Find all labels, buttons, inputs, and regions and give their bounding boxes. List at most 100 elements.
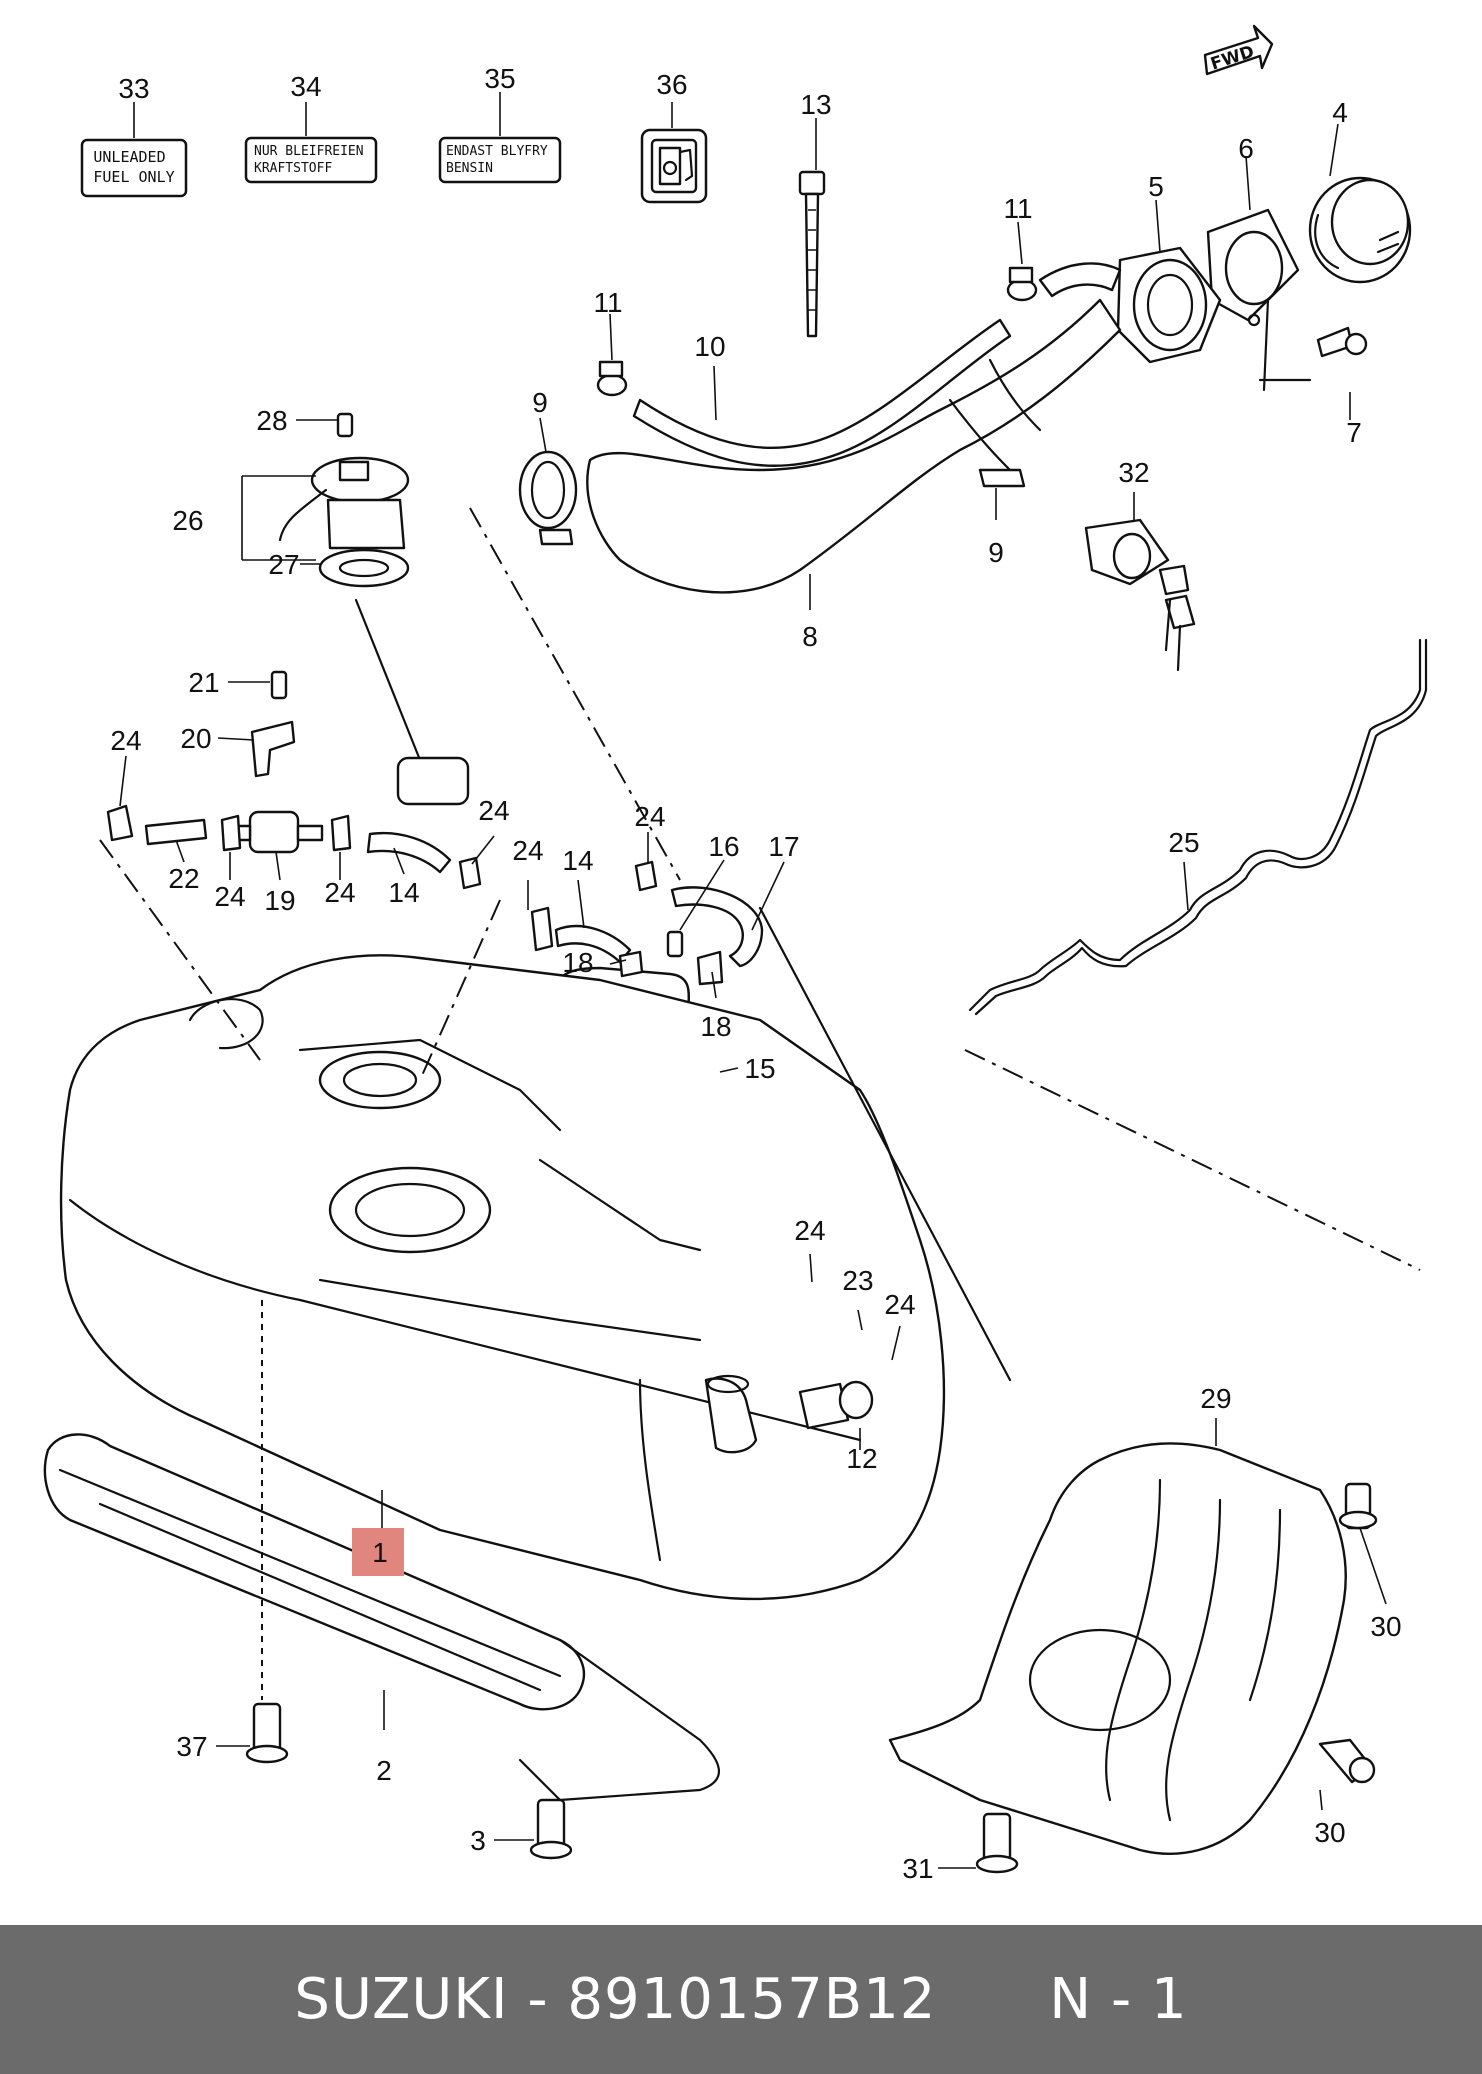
hose-clip xyxy=(530,860,724,986)
callout-14: 14 xyxy=(388,877,419,908)
part-number-footer: SUZUKI - 8910157B12 N - 1 xyxy=(0,1925,1482,2074)
callout-28: 28 xyxy=(256,405,287,436)
callout-33: 33 xyxy=(118,73,149,104)
callout-18: 18 xyxy=(700,1011,731,1042)
svg-text:ENDAST BLYFRY BENSIN: ENDAST BLYFRY BENSIN xyxy=(446,144,556,176)
fuel-sender-unit xyxy=(278,456,410,550)
callout-8: 8 xyxy=(802,621,818,652)
bolt xyxy=(1338,1482,1378,1530)
bolt xyxy=(529,1798,573,1860)
hose-clamp xyxy=(978,468,1026,488)
callout-21: 21 xyxy=(188,667,219,698)
bolt xyxy=(1318,1738,1376,1784)
callout-leaders xyxy=(119,92,1387,1869)
label-unleaded-fuel-only: UNLEADED FUEL ONLY xyxy=(80,138,188,198)
callout-24: 24 xyxy=(110,725,141,756)
sender-float xyxy=(396,756,470,806)
heat-shield xyxy=(888,1442,1347,1855)
callout-25: 25 xyxy=(1168,827,1199,858)
fwd-arrow: FWD xyxy=(1203,24,1274,76)
callout-7: 7 xyxy=(1346,417,1362,448)
fuel-tank xyxy=(59,954,946,1601)
callout-16: 16 xyxy=(708,831,739,862)
callout-24: 24 xyxy=(324,877,355,908)
sender-screw xyxy=(336,412,354,438)
callout-17: 17 xyxy=(768,831,799,862)
callout-22: 22 xyxy=(168,863,199,894)
callout-6: 6 xyxy=(1238,133,1254,164)
vapor-hose xyxy=(670,886,764,968)
callout-24: 24 xyxy=(478,795,509,826)
callout-35: 35 xyxy=(484,63,515,94)
callout-2: 2 xyxy=(376,1755,392,1786)
tank-band xyxy=(43,1433,586,1711)
hose-clamp xyxy=(1006,266,1038,302)
callout-1: 1 xyxy=(372,1537,388,1568)
vapor-hose xyxy=(144,818,208,846)
callout-9: 9 xyxy=(988,537,1004,568)
callout-numbers: 33 34 35 36 13 4 6 5 11 11 10 9 9 8 7 32… xyxy=(110,63,1401,1884)
label-nur-bleifreien: NUR BLEIFREIEN KRAFTSTOFF xyxy=(244,136,378,184)
callout-32: 32 xyxy=(1118,457,1149,488)
callout-12: 12 xyxy=(846,1443,877,1474)
sender-gasket xyxy=(318,548,410,588)
tie-strap xyxy=(798,170,826,338)
fuel-cap xyxy=(1308,176,1412,284)
filler-hose xyxy=(586,298,1122,594)
callout-37: 37 xyxy=(176,1731,207,1762)
filler-gasket xyxy=(1206,208,1300,327)
spacer xyxy=(936,1967,1049,2032)
callout-10: 10 xyxy=(694,331,725,362)
bolt xyxy=(975,1812,1019,1874)
callout-31: 31 xyxy=(902,1853,933,1884)
bracket-screw xyxy=(270,670,288,700)
callout-20: 20 xyxy=(180,723,211,754)
fuel-system-exploded-diagram: UNLEADED FUEL ONLY NUR BLEIFREIEN KRAFTS… xyxy=(43,24,1428,1884)
canister-screw xyxy=(666,930,684,958)
callout-23: 23 xyxy=(842,1265,873,1296)
callout-26: 26 xyxy=(172,505,203,536)
two-way-check-valve xyxy=(224,810,324,854)
callout-4: 4 xyxy=(1332,97,1348,128)
bracket xyxy=(250,720,296,778)
callout-24: 24 xyxy=(794,1215,825,1246)
fwd-text: FWD xyxy=(1208,42,1256,75)
part-number: 8910157B12 xyxy=(567,1967,937,2032)
bolt xyxy=(245,1702,289,1764)
filler-neck xyxy=(1116,246,1222,364)
callout-9: 9 xyxy=(532,387,548,418)
callout-27: 27 xyxy=(268,549,299,580)
callout-24: 24 xyxy=(214,881,245,912)
callout-5: 5 xyxy=(1148,171,1164,202)
separator: - xyxy=(508,1967,568,2032)
callout-34: 34 xyxy=(290,71,321,102)
hose-clip xyxy=(106,804,482,890)
callout-3: 3 xyxy=(470,1825,486,1856)
breather-hose xyxy=(632,262,1122,468)
callout-30: 30 xyxy=(1370,1611,1401,1642)
callout-36: 36 xyxy=(656,69,687,100)
brand-name: SUZUKI xyxy=(294,1967,509,2032)
callout-24: 24 xyxy=(884,1289,915,1320)
label-endast-blyfry: ENDAST BLYFRY BENSIN xyxy=(438,136,562,184)
callout-13: 13 xyxy=(800,89,831,120)
label-line: UNLEADED xyxy=(93,148,165,166)
callout-11: 11 xyxy=(1003,193,1032,224)
svg-text:NUR BLEIFREIEN KRAFTSTOF: NUR BLEIFREIEN KRAFTSTOFF xyxy=(254,144,371,176)
svg-text:UNLEADED FUEL ONLY: UNLEADED FUEL ONLY xyxy=(93,148,174,186)
callout-15: 15 xyxy=(744,1053,775,1084)
label-line: FUEL ONLY xyxy=(93,168,174,186)
hose-clamp xyxy=(596,360,628,397)
callout-14: 14 xyxy=(562,845,593,876)
lock-cylinder-with-keys xyxy=(1084,518,1196,672)
fuel-pump-symbol-sticker xyxy=(640,128,708,204)
callout-18: 18 xyxy=(562,947,593,978)
callout-19: 19 xyxy=(264,885,295,916)
vapor-hose xyxy=(366,832,452,874)
highlighted-part-marker xyxy=(352,1528,404,1576)
fuel-line xyxy=(968,638,1422,1012)
callout-29: 29 xyxy=(1200,1383,1231,1414)
hose-clamp xyxy=(518,450,578,546)
callout-30: 30 xyxy=(1314,1817,1345,1848)
callout-24: 24 xyxy=(634,801,665,832)
